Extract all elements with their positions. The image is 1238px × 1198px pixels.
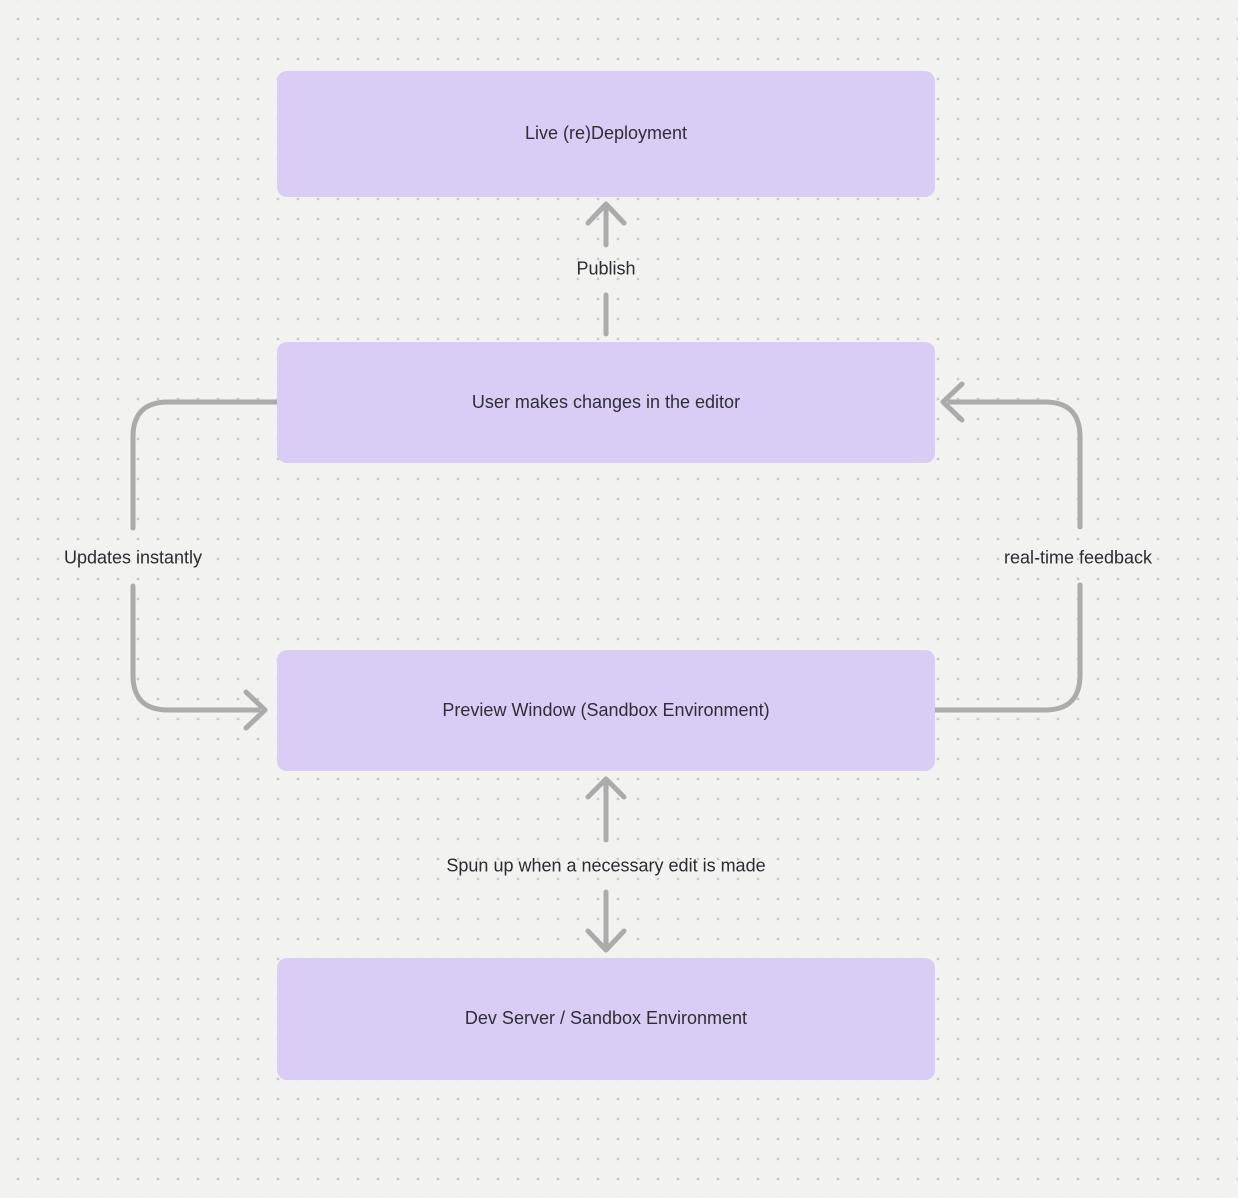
node-editor-label: User makes changes in the editor: [471, 391, 741, 412]
edge-label-updates-instantly: Updates instantly: [63, 547, 203, 568]
node-preview-window: Preview Window (Sandbox Environment): [277, 650, 935, 771]
node-live-deployment: Live (re)Deployment: [277, 71, 935, 197]
node-live-deployment-label: Live (re)Deployment: [524, 123, 688, 144]
edge-label-spun-up: Spun up when a necessary edit is made: [446, 855, 766, 876]
node-editor: User makes changes in the editor: [277, 342, 935, 463]
edge-label-publish: Publish: [576, 258, 636, 279]
node-preview-window-label: Preview Window (Sandbox Environment): [442, 699, 770, 720]
edge-label-realtime-feedback: real-time feedback: [1003, 547, 1153, 568]
node-dev-server-label: Dev Server / Sandbox Environment: [464, 1008, 748, 1029]
node-dev-server: Dev Server / Sandbox Environment: [277, 958, 935, 1080]
